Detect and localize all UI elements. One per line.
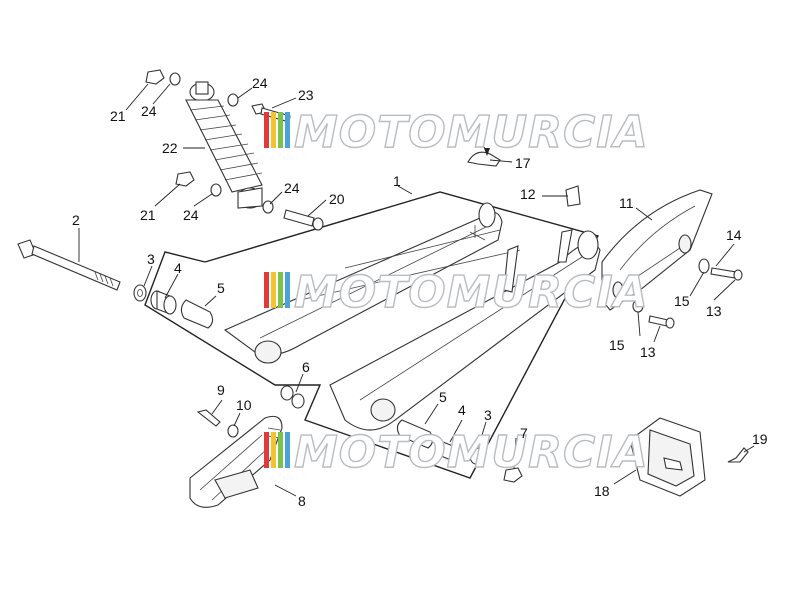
screw-9 [196, 409, 221, 427]
watermark-stripe [264, 112, 269, 148]
spacer-5-right [396, 419, 434, 449]
screw-19 [727, 447, 749, 463]
watermark-top: MOTOMURCIA [264, 106, 649, 159]
watermark-stripe [271, 432, 276, 468]
watermark-stripe [278, 432, 283, 468]
callout-18: 18 [594, 483, 610, 499]
washer-24-upper-left [169, 72, 181, 86]
callout-12: 12 [520, 186, 536, 202]
chain-slider [189, 415, 283, 508]
callout-15: 15 [674, 293, 690, 309]
callout-19: 19 [752, 431, 768, 447]
shock-absorber [185, 81, 263, 209]
callout-21: 21 [110, 108, 126, 124]
nut-21-upper [145, 69, 165, 85]
callout-17: 17 [515, 155, 531, 171]
bushing-4-right [435, 439, 459, 463]
swingarm-pivot-bolt [17, 239, 121, 291]
callout-6: 6 [302, 359, 310, 375]
plate-18 [629, 417, 706, 497]
part-callouts: 1 2 3 3 4 4 5 5 6 7 8 9 10 11 12 13 13 1… [72, 75, 768, 509]
callout-7: 7 [520, 425, 528, 441]
callout-4: 4 [174, 260, 182, 276]
callout-3: 3 [484, 407, 492, 423]
callout-9: 9 [217, 382, 225, 398]
washer-24-upper-right [227, 93, 239, 107]
group-outline-swingarm [144, 191, 600, 479]
watermark-text: MOTOMURCIA [294, 107, 649, 158]
arrow-marker [484, 148, 490, 156]
swingarm [223, 202, 601, 431]
callout-20: 20 [329, 191, 345, 207]
clip-12 [565, 185, 581, 207]
watermark-stripe [271, 112, 276, 148]
callout-13: 13 [640, 344, 656, 360]
callout-24: 24 [252, 75, 268, 91]
watermark-stripe [278, 272, 283, 308]
spacer-5-left [180, 299, 214, 329]
clamp-17 [467, 151, 501, 167]
nut-21-lower [175, 171, 195, 187]
bolt-13-lower [648, 315, 675, 329]
callout-23: 23 [298, 87, 314, 103]
callout-24: 24 [141, 103, 157, 119]
washer-24-lower-left [210, 183, 222, 197]
callout-15: 15 [609, 337, 625, 353]
bolt-13-upper [710, 267, 743, 281]
callout-24: 24 [284, 180, 300, 196]
washer-10 [227, 424, 239, 438]
watermark-stripe [285, 432, 290, 468]
callout-3: 3 [147, 251, 155, 267]
nut-7 [503, 467, 523, 483]
watermark-stripe [285, 112, 290, 148]
callout-22: 22 [162, 140, 178, 156]
callout-14: 14 [726, 227, 742, 243]
washer-3-right [469, 447, 483, 465]
callout-2: 2 [72, 212, 80, 228]
washer-3-left [133, 284, 147, 302]
washer-6a [280, 385, 294, 401]
washer-6b [291, 393, 305, 409]
leader-lines [78, 83, 755, 497]
callout-21: 21 [140, 207, 156, 223]
callout-10: 10 [236, 397, 252, 413]
watermark-middle: MOTOMURCIA [264, 266, 649, 319]
callout-5: 5 [217, 280, 225, 296]
callout-5: 5 [439, 389, 447, 405]
watermark-stripe [264, 432, 269, 468]
watermark-stripe [264, 272, 269, 308]
watermark-stripe [278, 112, 283, 148]
watermark-stripe [285, 272, 290, 308]
washer-15-upper [698, 258, 710, 274]
chain-guard [601, 189, 713, 311]
callout-11: 11 [619, 195, 634, 211]
callout-24: 24 [183, 207, 199, 223]
callout-4: 4 [458, 402, 466, 418]
bolt-20 [283, 209, 324, 231]
callout-1: 1 [393, 173, 401, 189]
watermark-text: MOTOMURCIA [294, 427, 649, 478]
callout-8: 8 [298, 493, 306, 509]
watermark-stripe [271, 272, 276, 308]
watermark-text: MOTOMURCIA [294, 267, 649, 318]
callout-13: 13 [706, 303, 722, 319]
watermark-bottom: MOTOMURCIA [264, 426, 649, 479]
bushing-4-left [150, 290, 177, 315]
